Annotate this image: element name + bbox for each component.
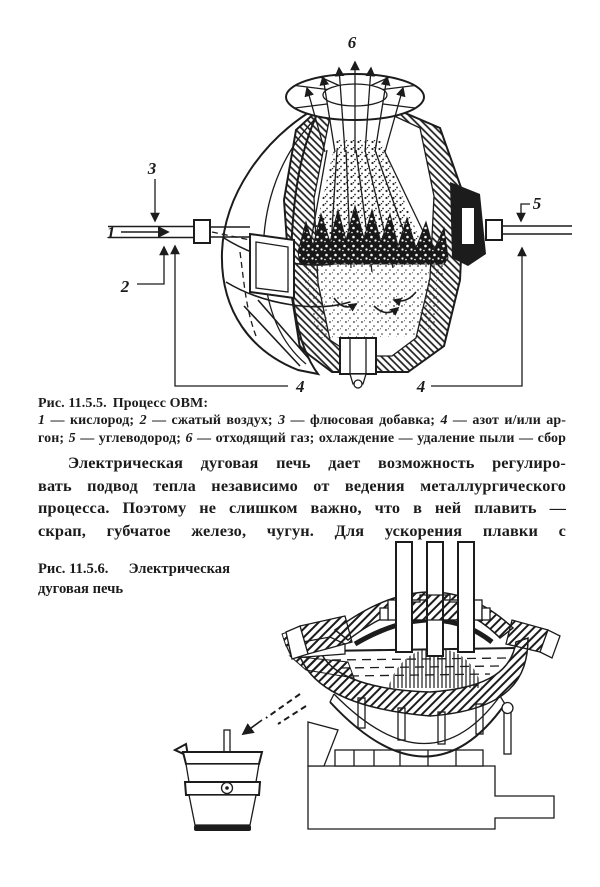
legend-text: — отходящий газ; охлаждение — удаление п… xyxy=(192,430,566,446)
bottom-tap xyxy=(339,337,377,389)
electrodes xyxy=(395,541,475,657)
legend-num-2: 2 xyxy=(139,413,147,429)
figure-obm-converter: 1 2 3 4 4 5 6 xyxy=(107,33,572,396)
figure-electric-arc-furnace xyxy=(172,541,561,831)
legend-text: — углеводород; xyxy=(75,430,186,446)
electrode-left xyxy=(395,541,413,653)
legend-text: — сжатый воздух; xyxy=(146,413,279,429)
figure1-caption-label: Рис. 11.5.5. xyxy=(38,396,107,411)
figure1-callouts: 1 2 3 4 4 5 6 xyxy=(107,33,542,396)
legend-text: — азот и/или ар- xyxy=(447,413,566,429)
bath-surface xyxy=(321,647,515,652)
figure2-caption-title: Электрическая xyxy=(128,561,230,577)
body-paragraph: Электрическая дуговая печь дает возможно… xyxy=(38,452,566,542)
collar-hatch-block xyxy=(411,594,459,621)
figure2-caption-line2: дуговая печь xyxy=(38,580,124,597)
electric-arcs xyxy=(388,648,482,688)
bath-circulation-arrows xyxy=(333,291,417,316)
paragraph-line: скрап, губчатое железо, чугун. Для ускор… xyxy=(38,520,566,540)
figure1-caption: Рис. 11.5.5. Процесс ОВМ: 1 — кислород; 2… xyxy=(38,395,566,447)
label-6: 6 xyxy=(348,33,357,52)
legend-num-3: 3 xyxy=(278,413,286,429)
paragraph-line: Электрическая дуговая печь дает возможно… xyxy=(68,453,566,472)
right-tuyere xyxy=(450,182,572,266)
paragraph-line: процесса. Поэтому не слишком важно, что … xyxy=(38,498,566,518)
label-3: 3 xyxy=(147,159,157,178)
legend-num-5: 5 xyxy=(68,430,76,446)
rocker-cradle xyxy=(329,693,514,758)
paragraph-line: вать подвод тепла независимо от ведения … xyxy=(38,475,566,495)
ladle xyxy=(172,729,264,831)
label-1: 1 xyxy=(107,223,116,242)
slag-splash xyxy=(297,204,449,265)
label-2: 2 xyxy=(120,277,130,296)
left-lance-pipe xyxy=(108,219,250,244)
converter-interior xyxy=(297,140,449,389)
figure1-caption-title: Процесс ОВМ: xyxy=(112,396,209,411)
pour-arrow xyxy=(241,693,307,736)
label-4-right: 4 xyxy=(416,377,426,396)
cradle-stop-pin xyxy=(503,709,512,755)
legend-num-4: 4 xyxy=(440,413,448,429)
label-4-left: 4 xyxy=(295,377,305,396)
exhaust-gas-arrows xyxy=(304,60,406,153)
electrode-right xyxy=(457,541,475,653)
figure1-caption-title-line: Рис. 11.5.5. Процесс ОВМ: xyxy=(38,395,566,412)
legend-num-1: 1 xyxy=(38,413,46,429)
figure2-caption-label: Рис. 11.5.6. xyxy=(38,561,109,577)
metal-bath xyxy=(300,262,446,338)
trunnion-box xyxy=(211,231,311,367)
figure1-legend-line1: 1 — кислород; 2 — сжатый воздух; 3 — флю… xyxy=(38,412,566,429)
shell-shoulders xyxy=(285,615,561,660)
figure2-caption: Рис. 11.5.6. Электрическая дуговая печь xyxy=(38,560,230,599)
figure2-caption-line1: Рис. 11.5.6. Электрическая xyxy=(38,560,230,580)
legend-text: гон; xyxy=(38,430,69,446)
legend-text: — флюсовая добавка; xyxy=(285,413,441,429)
legend-text: — кислород; xyxy=(45,413,140,429)
label-5: 5 xyxy=(533,194,542,213)
legend-num-6: 6 xyxy=(185,430,193,446)
furnace-pedestal xyxy=(307,721,555,830)
figure1-legend-line2: гон; 5 — углеводород; 6 — отходящий газ;… xyxy=(38,430,566,447)
